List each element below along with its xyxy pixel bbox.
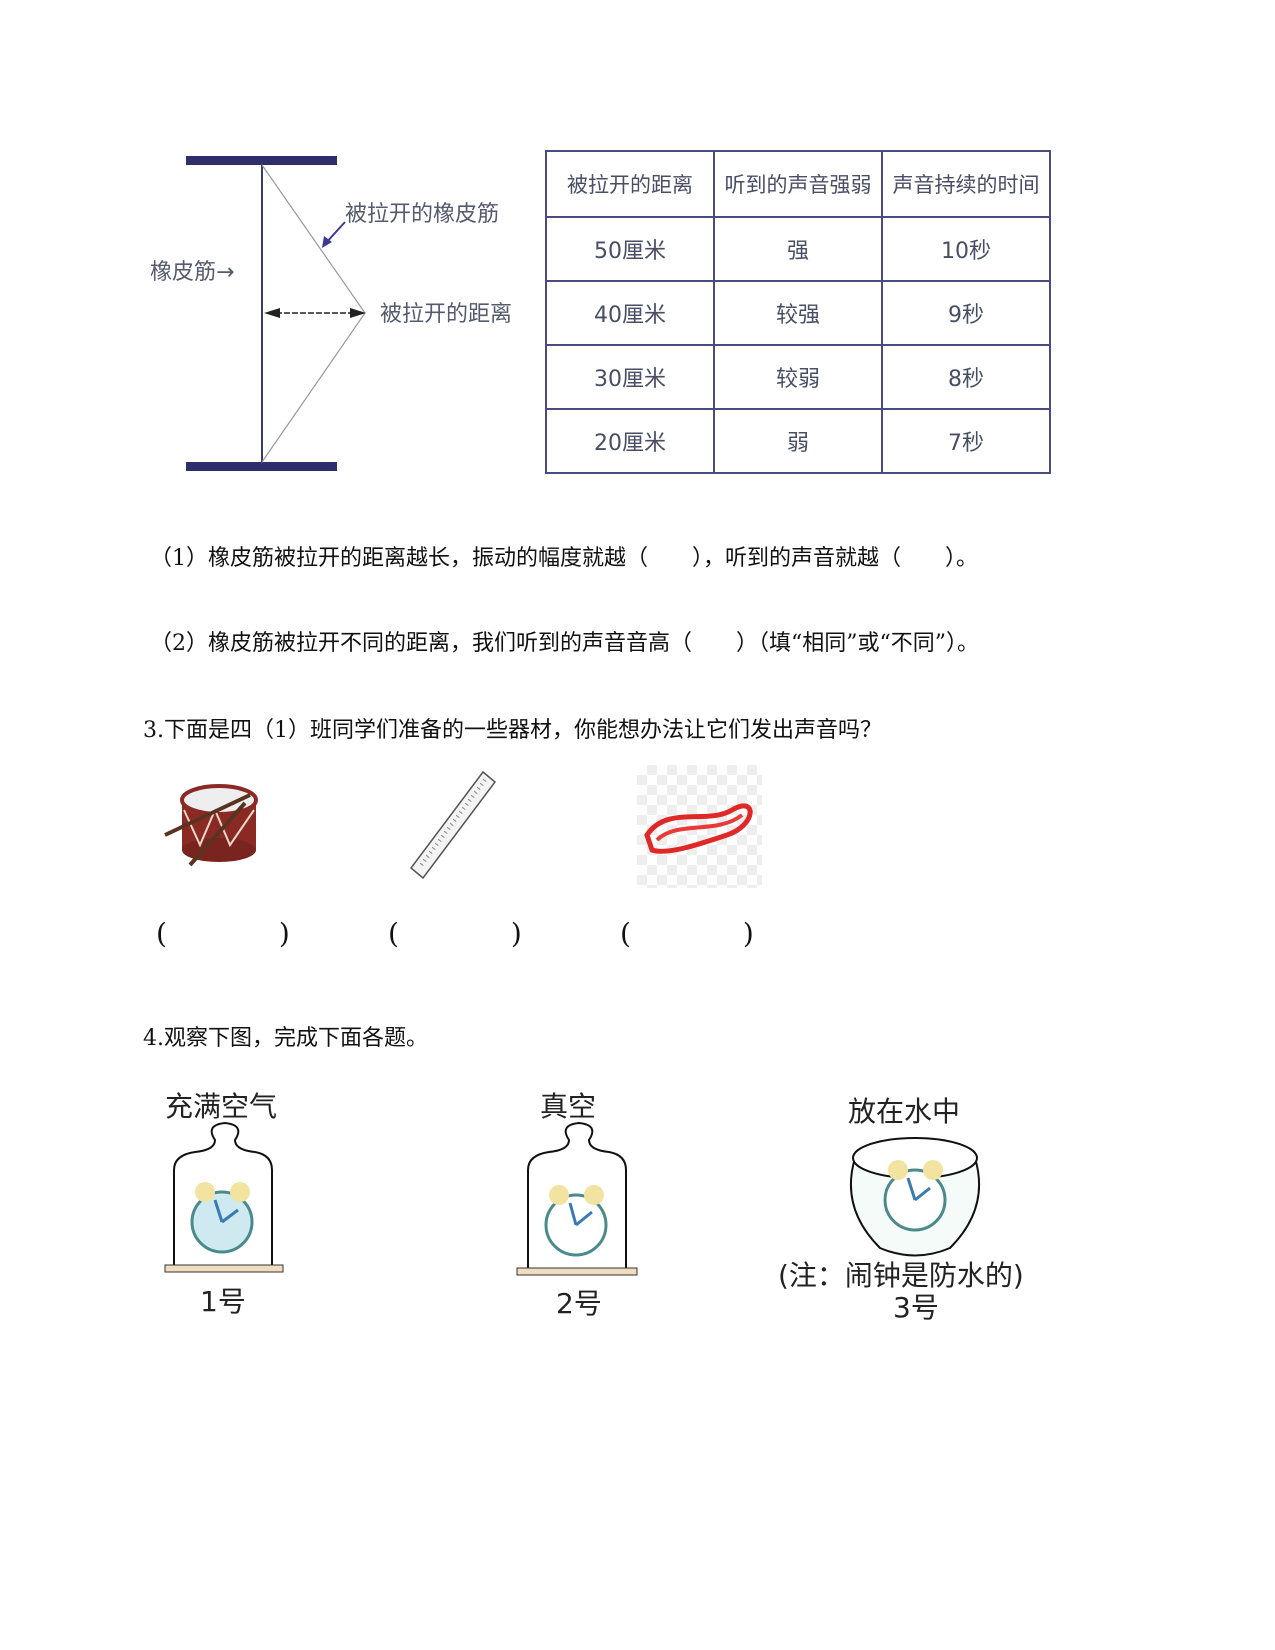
bowl-label: 放在水中 bbox=[848, 1095, 961, 1128]
bell-jar-vacuum bbox=[516, 1121, 638, 1276]
table-cell: 20厘米 bbox=[545, 408, 715, 474]
rubber-band-image bbox=[637, 765, 762, 888]
table-header: 被拉开的距离 bbox=[545, 150, 715, 218]
table-cell: 强 bbox=[713, 216, 883, 282]
table-header: 声音持续的时间 bbox=[881, 150, 1051, 218]
table-header: 听到的声音强弱 bbox=[713, 150, 883, 218]
table-cell: 较强 bbox=[713, 280, 883, 346]
table-cell: 9秒 bbox=[881, 280, 1051, 346]
jar2-number: 2号 bbox=[556, 1287, 602, 1320]
table-cell: 7秒 bbox=[881, 408, 1051, 474]
table-header-row: 被拉开的距离 听到的声音强弱 声音持续的时间 bbox=[545, 150, 1051, 218]
table-cell: 8秒 bbox=[881, 344, 1051, 410]
question-2: （2）橡皮筋被拉开不同的距离，我们听到的声音音高（ ）（填“相同”或“不同”）。 bbox=[150, 631, 979, 656]
table-cell: 10秒 bbox=[881, 216, 1051, 282]
table-cell: 50厘米 bbox=[545, 216, 715, 282]
question-4: 4.观察下图，完成下面各题。 bbox=[143, 1026, 428, 1051]
answer-blank-band[interactable]: ( ) bbox=[620, 917, 754, 950]
table-cell: 较弱 bbox=[713, 344, 883, 410]
drum-image bbox=[164, 784, 258, 867]
question-3: 3.下面是四（1）班同学们准备的一些器材，你能想办法让它们发出声音吗？ bbox=[143, 718, 882, 743]
label-rubber-band: 橡皮筋→ bbox=[150, 260, 235, 285]
rubber-band-diagram bbox=[186, 156, 366, 471]
water-bowl bbox=[849, 1137, 981, 1257]
answer-blank-ruler[interactable]: ( ) bbox=[388, 917, 522, 950]
rubber-band-icon bbox=[644, 803, 753, 854]
label-distance: 被拉开的距离 bbox=[380, 302, 513, 327]
jar1-number: 1号 bbox=[200, 1285, 246, 1318]
table-cell: 弱 bbox=[713, 408, 883, 474]
jar2-label: 真空 bbox=[540, 1090, 597, 1123]
bowl-note: (注：闹钟是防水的) bbox=[778, 1259, 1024, 1292]
label-stretched-band: 被拉开的橡皮筋 bbox=[345, 202, 500, 227]
question-1: （1）橡皮筋被拉开的距离越长，振动的幅度就越（ ），听到的声音就越（ ）。 bbox=[150, 546, 978, 571]
bell-jar-air bbox=[164, 1121, 284, 1273]
answer-blank-drum[interactable]: ( ) bbox=[156, 917, 290, 950]
jar1-label: 充满空气 bbox=[165, 1090, 278, 1123]
table-cell: 30厘米 bbox=[545, 344, 715, 410]
bowl-number: 3号 bbox=[893, 1291, 939, 1324]
ruler-image bbox=[409, 770, 497, 880]
table-cell: 40厘米 bbox=[545, 280, 715, 346]
